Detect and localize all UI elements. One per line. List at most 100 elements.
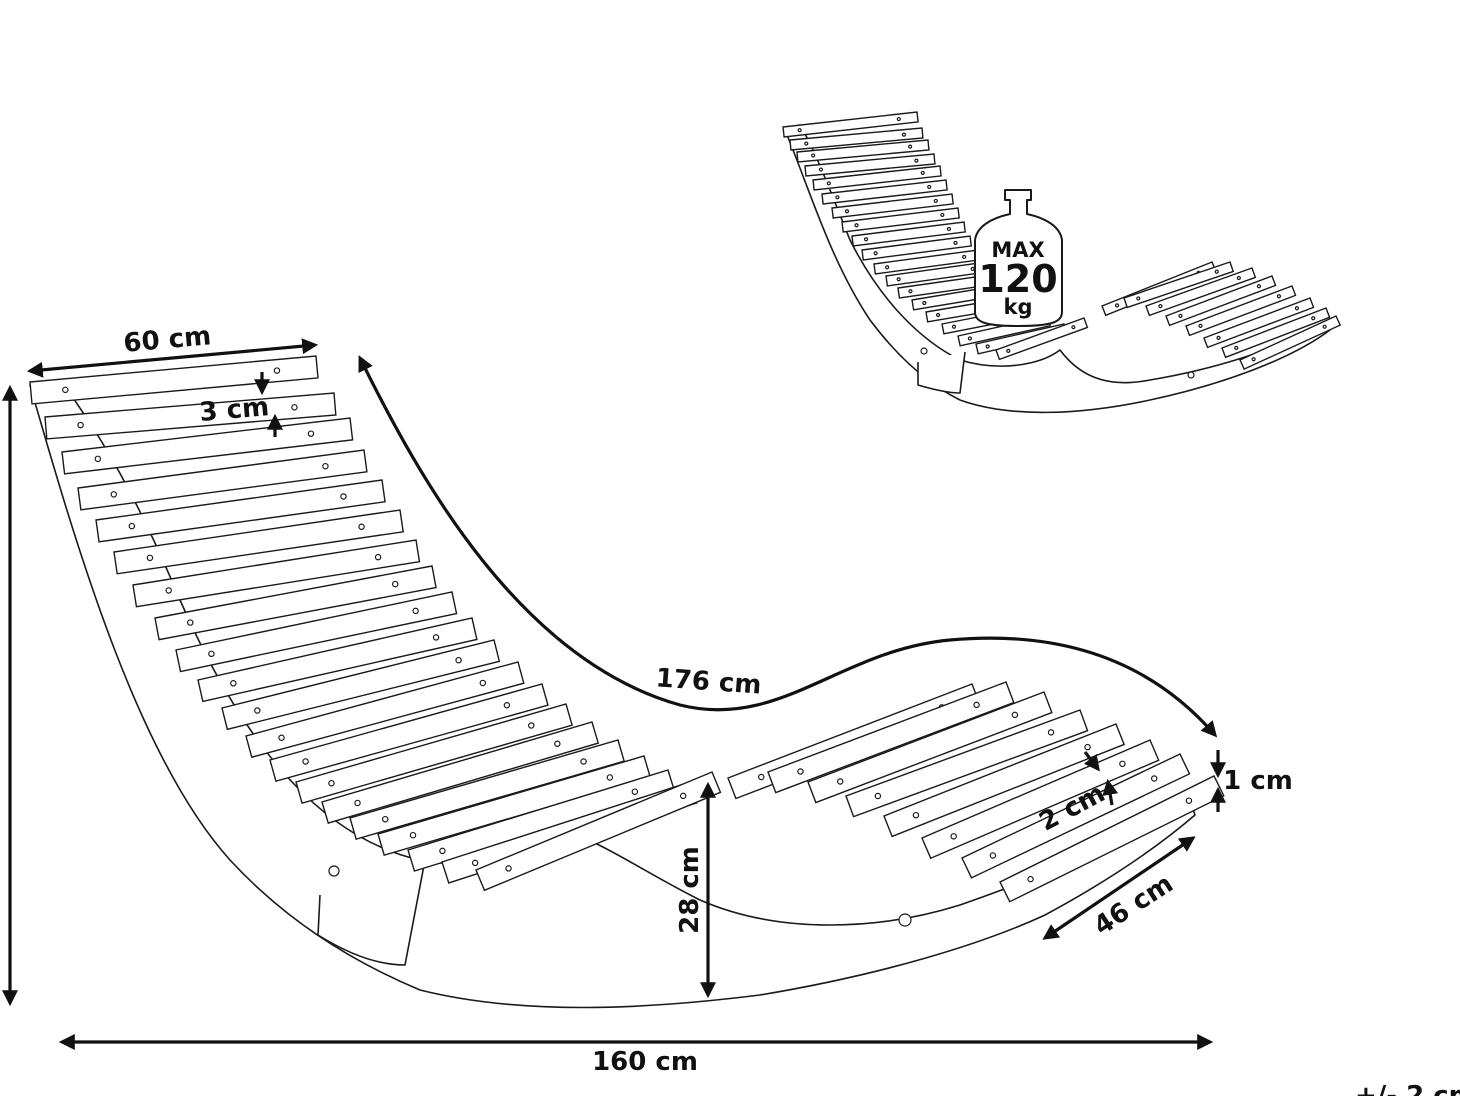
dimension-arrow-176cm [358,355,1218,738]
label-28cm: 28 cm [675,846,705,934]
load-badge-value: 120 [978,257,1057,301]
small-foot-slat-bolt [1136,296,1141,301]
small-back-slat-bolt [818,167,824,172]
back-slat-bolt [62,386,69,394]
frame-bolt-hole [898,913,912,927]
foot-slat-bolt [836,778,844,785]
small-back-slat-bolt [922,300,927,306]
small-back-slat-bolt [885,265,890,270]
foot-slat-bolt [1011,711,1019,719]
small-back-slat-bolt [962,254,967,260]
back-slat-bolt [409,831,417,839]
small-foot-slat [1185,285,1297,337]
small-back-slat-bolt [854,223,859,228]
small-foot-slat-bolt [1214,269,1219,274]
foot-slat-bolt [973,701,980,709]
back-slat-bolt [528,722,535,729]
small-foot-slat-bolt [1216,335,1221,340]
back-slat-bolt [554,740,561,747]
small-back-slat-bolt [896,277,901,282]
small-foot-slat [1221,307,1331,359]
small-back-slat-bolt [927,184,932,190]
back-slat-bolt [307,430,315,437]
foot-slat-bolt [912,811,920,819]
small-back-slat [804,153,936,177]
back-slat-bolt [278,734,285,741]
back-slat-bolt [273,367,281,374]
small-foot-slat-bolt [1178,313,1183,318]
load-capacity-illustration: MAX 120 kg [782,111,1342,414]
small-back-slat [782,111,919,138]
back-slat-bolt [503,701,511,709]
back-slat-bolt [505,865,512,872]
foot-slat-bolt [1150,775,1158,782]
back-slat-bolt [455,656,462,664]
small-back-slat-bolt [970,266,975,272]
dimension-arrow-60cm [26,338,319,378]
small-foot-slat-bolt [1236,275,1241,281]
small-foot-slat-bolt [1251,357,1256,362]
foot-slat-bolt [757,773,765,781]
label-tolerance: +/- 2 cm [1355,1081,1460,1096]
back-slat-bolt [374,553,382,561]
lounger-rocker-base [317,859,426,966]
small-foot-slat [1123,261,1235,309]
small-frame-bolt-hole [1187,371,1195,379]
small-back-slat-bolt [908,289,913,294]
small-back-slat [789,127,924,151]
back-slat-bolt [606,774,614,781]
frame-bolt-hole [328,865,340,877]
small-foot-slat-bolt [1256,284,1262,289]
small-back-slat-bolt [985,344,990,349]
load-badge-unit: kg [1004,295,1033,319]
small-back-slat-bolt [873,251,878,256]
small-foot-slat [1239,315,1342,371]
foot-slat-bolt [1119,760,1126,768]
small-back-slat-bolt [826,181,831,186]
small-back-slat-bolt [951,324,957,329]
weight-icon: MAX 120 kg [974,189,1063,327]
foot-slat [883,723,1126,838]
back-slat-bolt [77,421,84,429]
small-back-slat [821,179,948,205]
small-back-slat [812,165,942,191]
small-foot-slat-bolt [1294,306,1300,311]
label-60cm: 60 cm [122,321,212,359]
small-back-slat-bolt [1006,348,1011,353]
small-back-slat-bolt [967,336,972,341]
back-slat-bolt [631,788,639,795]
back-slat-bolt [146,554,154,562]
back-slat-bolt [187,619,194,626]
back-slat-bolt [340,493,347,500]
load-badge-max: MAX [991,238,1044,262]
back-slat [475,771,722,892]
main-lounger-drawing [29,355,1225,1009]
small-back-slat-bolt [901,132,907,137]
back-slat-bolt [254,707,261,714]
back-slat-bolt [679,792,687,800]
small-back-slat [841,207,960,233]
small-foot-slat [1165,275,1277,327]
small-foot-slat [1145,267,1257,317]
foot-slat-bolt [989,852,997,859]
back-slat-bolt [471,859,479,867]
small-back-slat-bolt [811,153,816,158]
small-back-slat-bolt [953,240,958,246]
small-foot-slat-bolt [1198,323,1203,328]
back-slat-bolt [381,815,389,823]
small-foot-slat-bolt [1114,303,1120,308]
back-slat [44,392,337,440]
back-slat-bolt [110,491,118,498]
dimension-arrow-2cm-bottom [1102,778,1119,806]
foot-slat-bolt [874,792,882,800]
small-back-slat-bolt [896,116,901,122]
back-slat-bolt [392,580,399,588]
foot-slat-bolt [1027,875,1034,883]
back-slat [29,355,319,405]
back-slat-bolt [580,758,587,765]
small-back-slat-bolt [933,198,938,204]
back-slat-bolt [230,680,237,687]
foot-slat-bolt [1047,729,1055,736]
back-slat [321,721,600,824]
